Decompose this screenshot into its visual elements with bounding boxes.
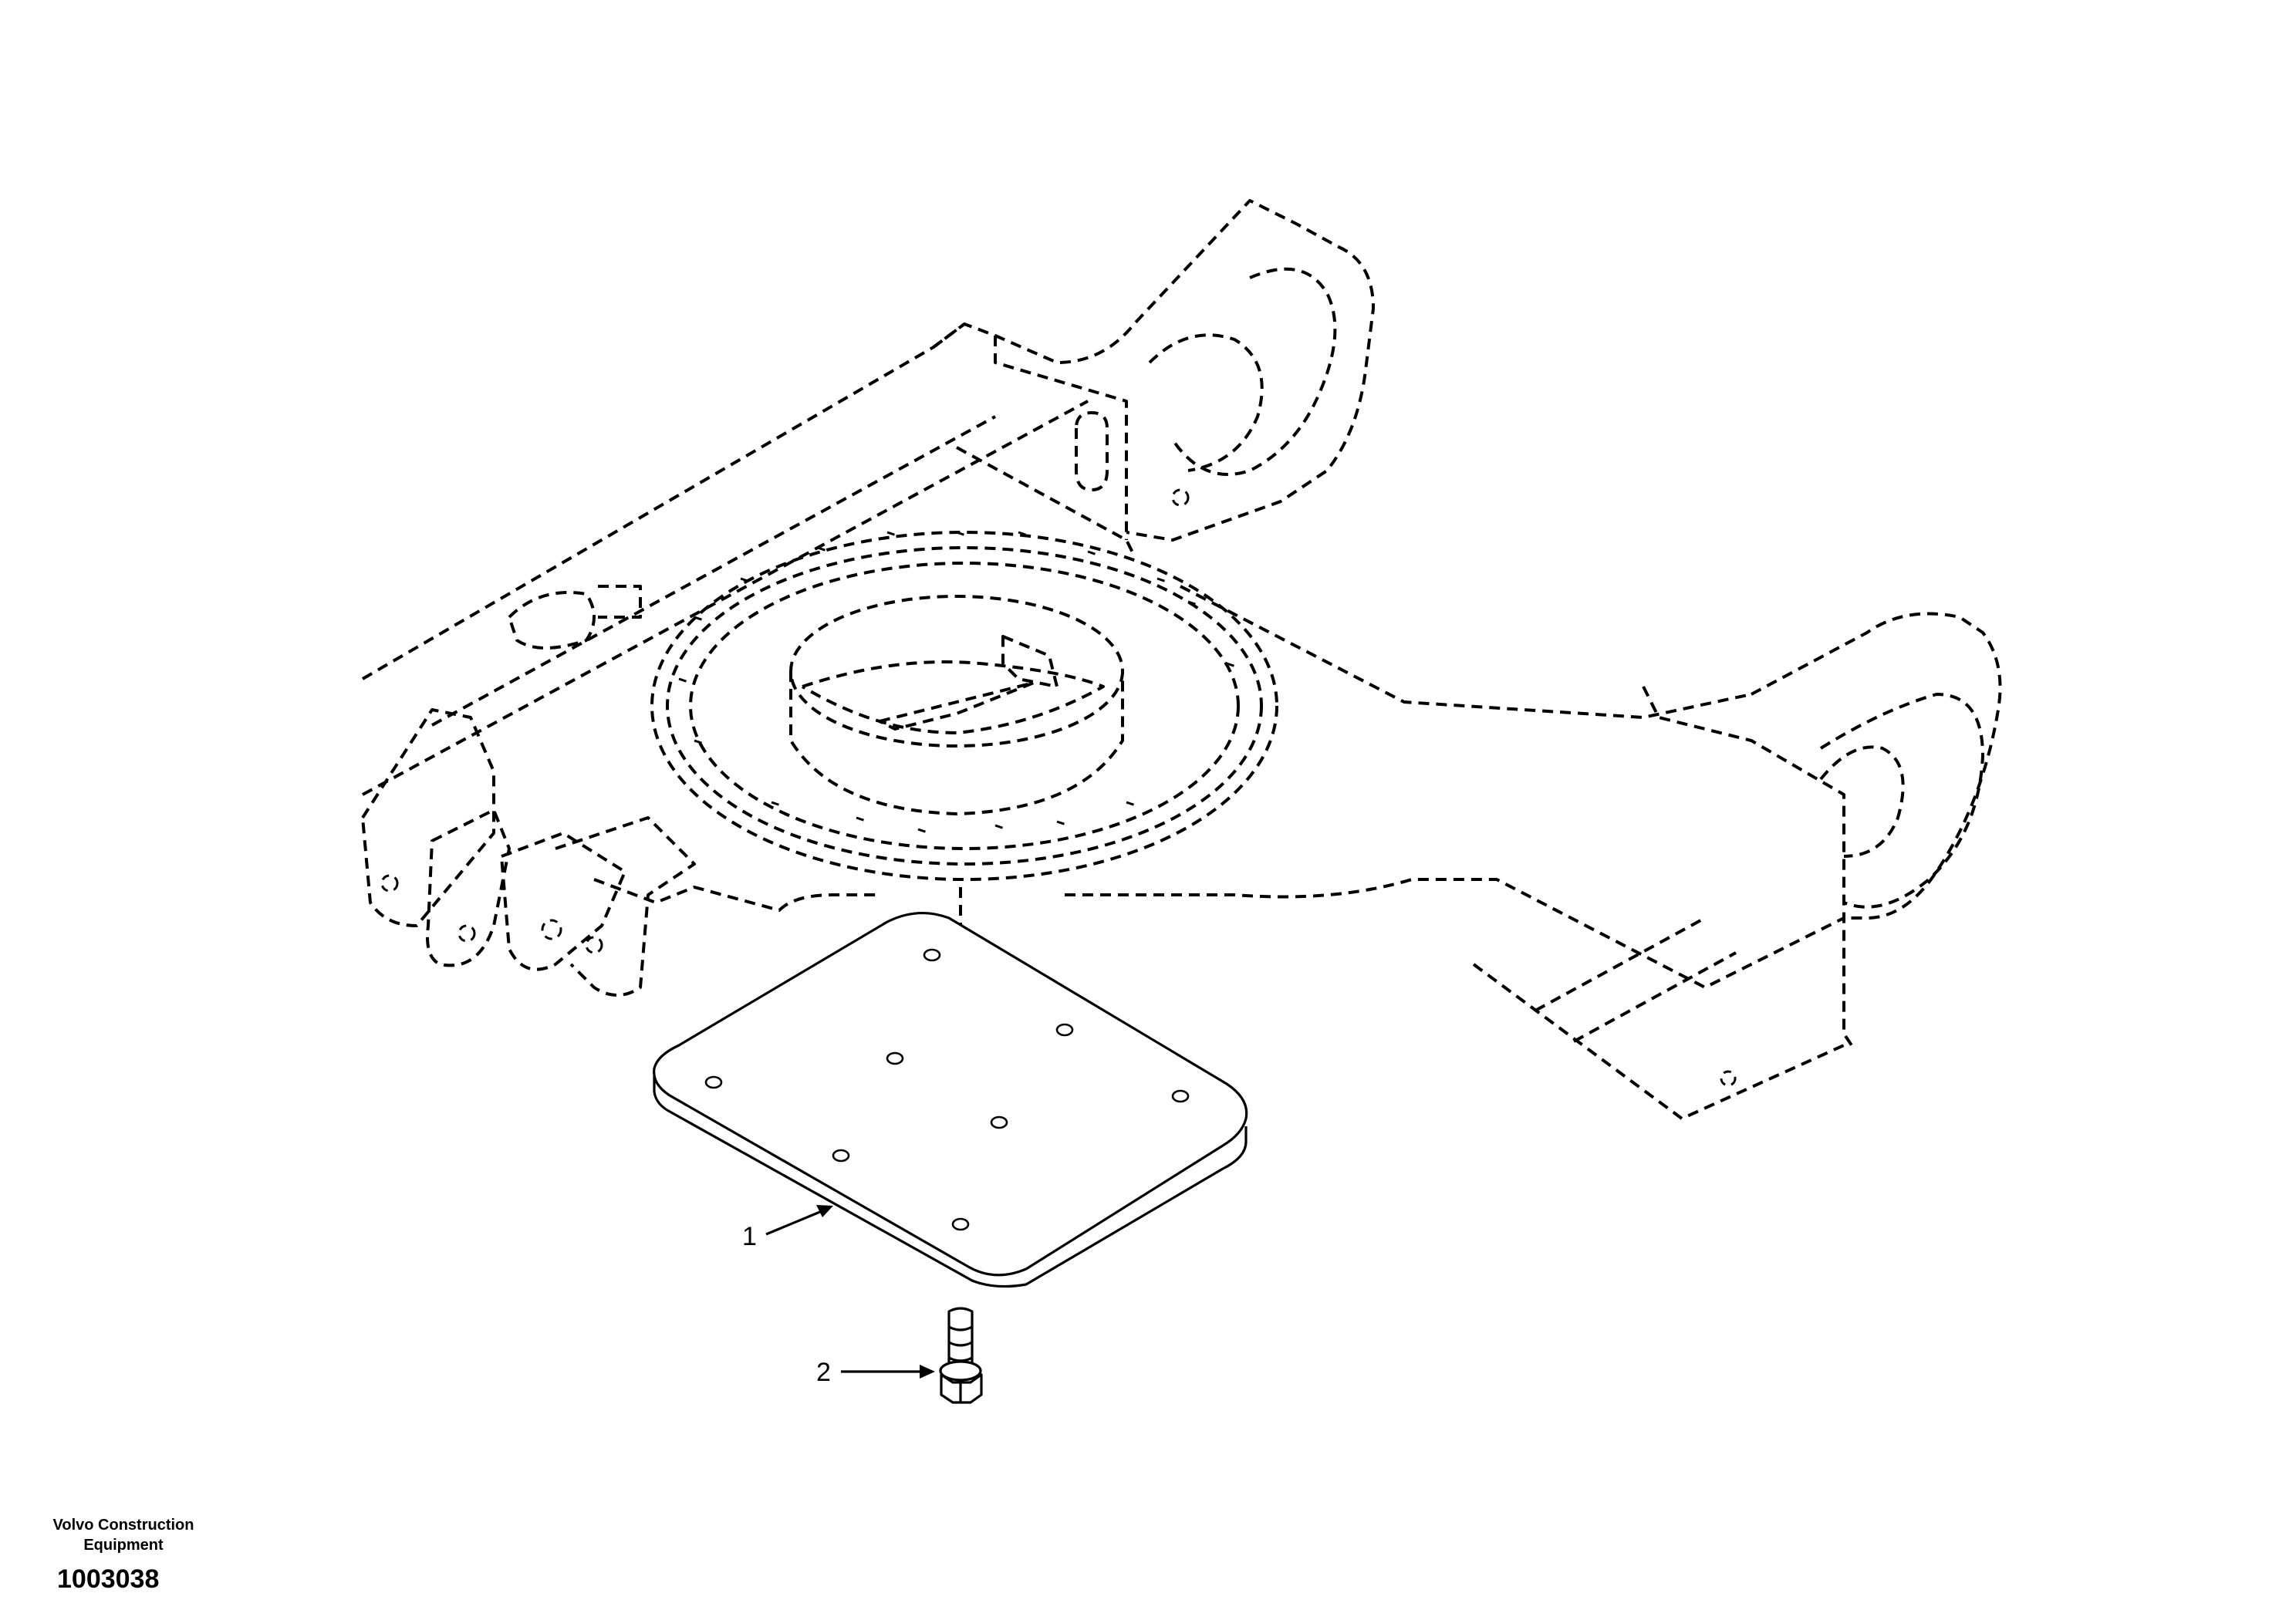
left-rail-inner-edge	[431, 415, 996, 727]
right-arm-stub	[1642, 686, 1853, 1047]
slew-ring-middle	[666, 546, 1263, 866]
drawing-number: 1003038	[57, 1564, 160, 1594]
callout-2-label: 2	[816, 1358, 831, 1387]
right-eye-inner	[1819, 745, 1905, 858]
cover-plate-top-face	[653, 912, 1248, 1277]
plate-hole-2	[1055, 1023, 1074, 1037]
ring-bolt-marks	[678, 531, 1237, 834]
plate-hole-6	[990, 1115, 1008, 1129]
upper-arm-outline	[932, 199, 1375, 542]
plate-hole-1	[923, 948, 941, 962]
lug-hole-2	[458, 924, 476, 943]
left-rail-top-edge	[361, 322, 966, 680]
upper-plate-edge	[956, 446, 1136, 556]
center-body-top-edge	[1180, 585, 1752, 719]
callout-1-label: 1	[742, 1222, 757, 1251]
center-cylinder-bottom	[801, 660, 1105, 734]
left-bracket	[500, 832, 626, 971]
lug-hole-1	[380, 874, 399, 893]
callout-2-arrowhead	[920, 1365, 935, 1379]
center-cylinder-walls	[789, 671, 1124, 815]
right-arm-underside	[1535, 916, 1706, 1012]
right-arm-lower-edge	[1065, 878, 1845, 989]
manufacturer-line-1: Volvo Construction	[52, 1517, 194, 1534]
slew-ring-inner	[689, 562, 1240, 850]
center-swivel-arm	[878, 681, 1035, 731]
plate-hole-7	[832, 1149, 850, 1163]
plate-hole-4	[704, 1075, 723, 1089]
center-swivel-block	[1001, 635, 1059, 688]
upper-eye-inner	[1148, 333, 1264, 472]
left-mount-post	[598, 585, 642, 619]
center-cylinder-top	[789, 595, 1124, 748]
right-eye-outer	[1819, 693, 1984, 909]
left-lug-2	[426, 808, 511, 967]
cover-plate	[653, 912, 1248, 1288]
callout-1-leader	[765, 1208, 826, 1236]
upper-arm-side	[994, 336, 1128, 540]
left-mount-boss	[508, 591, 596, 650]
right-arm-underside-2	[1573, 951, 1737, 1043]
bolt-thread-2	[948, 1341, 973, 1347]
manufacturer-line-2: Equipment	[83, 1537, 164, 1554]
left-rail-bottom-edge	[362, 400, 1089, 796]
bolt-shank	[947, 1307, 974, 1371]
plate-hole-8	[951, 1217, 970, 1231]
callout-1: 1	[742, 1205, 833, 1251]
right-arm-outline	[1751, 612, 2002, 920]
bolt-with-washer	[939, 1307, 983, 1404]
right-bolt-mark	[1720, 1070, 1737, 1087]
lug-hole-4	[585, 936, 603, 954]
lug-hole-3	[541, 919, 562, 940]
callout-1-arrowhead	[816, 1205, 833, 1217]
upper-eye-outer	[1171, 267, 1337, 476]
upper-bolt-mark	[1171, 488, 1190, 507]
callout-2: 2	[816, 1358, 935, 1387]
right-arm-lower-box	[1472, 963, 1845, 1120]
left-frame-lower	[593, 878, 880, 912]
plate-hole-5	[1171, 1089, 1190, 1103]
bolt-thread-1	[948, 1325, 973, 1331]
left-lug-1	[361, 708, 495, 927]
slew-ring-outer	[650, 531, 1278, 881]
bolt-washer	[939, 1360, 982, 1382]
plate-hole-3	[886, 1051, 904, 1065]
undercarriage-frame-outline	[361, 199, 2002, 1120]
manufacturer-caption: Volvo Construction Equipment	[31, 1515, 216, 1555]
upper-slot	[1075, 411, 1109, 491]
left-bracket-2	[555, 816, 696, 997]
